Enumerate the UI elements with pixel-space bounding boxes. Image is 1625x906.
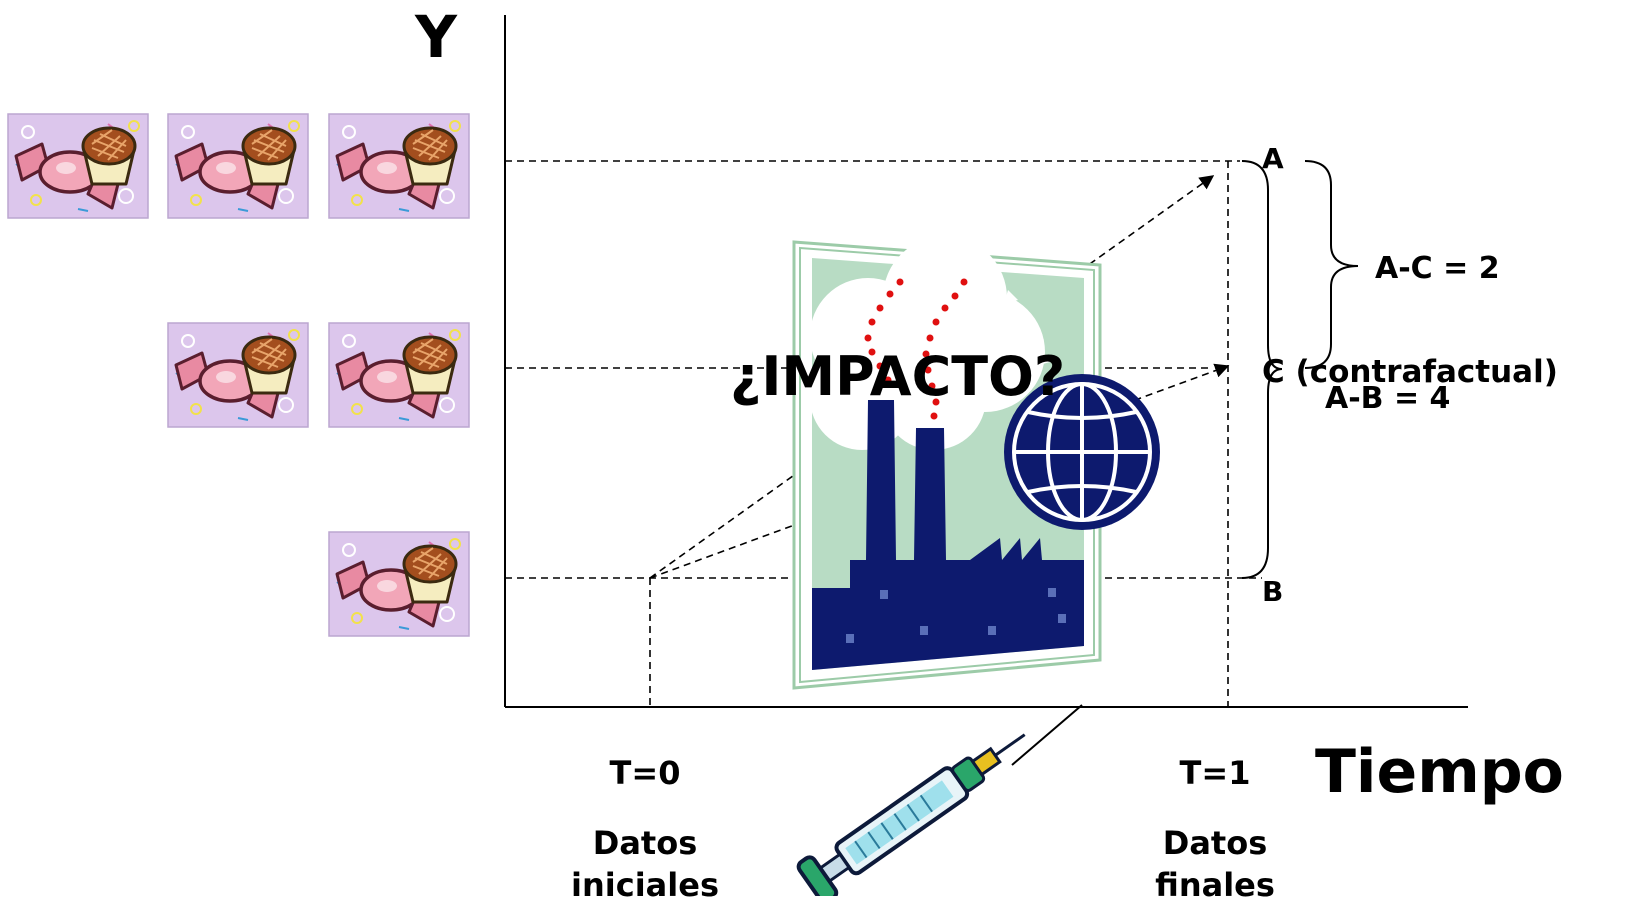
point-c-label: C (contrafactual): [1262, 354, 1558, 390]
factory-icon: [792, 236, 1102, 690]
difference-a-b-label: A-B = 4: [1325, 381, 1451, 416]
candy-icon: [166, 112, 310, 220]
t0-description-line1: Datos: [592, 824, 698, 862]
t1-description: Datos finales: [1110, 822, 1320, 906]
t0-description-line2: iniciales: [571, 866, 719, 904]
point-b-label: B: [1262, 575, 1284, 608]
arrow-to-a: [649, 175, 1215, 579]
y-axis-label: Y: [415, 3, 457, 71]
candy-icon: [166, 321, 310, 429]
difference-a-c-label: A-C = 2: [1375, 251, 1500, 286]
point-a-label: A: [1262, 142, 1284, 175]
t0-description: Datos iniciales: [540, 822, 750, 906]
globe-icon: [1004, 374, 1160, 530]
candy-icon: [327, 321, 471, 429]
t1-description-line2: finales: [1155, 866, 1275, 904]
arrow-to-c: [649, 363, 1230, 579]
x-axis-label: Tiempo: [1315, 737, 1564, 807]
t0-label: T=0: [609, 754, 681, 792]
impact-question: ¿IMPACTO?: [730, 345, 1066, 408]
syringe-icon: [796, 704, 1083, 905]
brace-a-b: [1241, 160, 1283, 579]
candy-icon: [327, 112, 471, 220]
t1-label: T=1: [1179, 754, 1251, 792]
candy-icon: [6, 112, 150, 220]
t1-description-line1: Datos: [1162, 824, 1268, 862]
candy-icon: [327, 530, 471, 638]
brace-a-c: [1304, 160, 1359, 369]
